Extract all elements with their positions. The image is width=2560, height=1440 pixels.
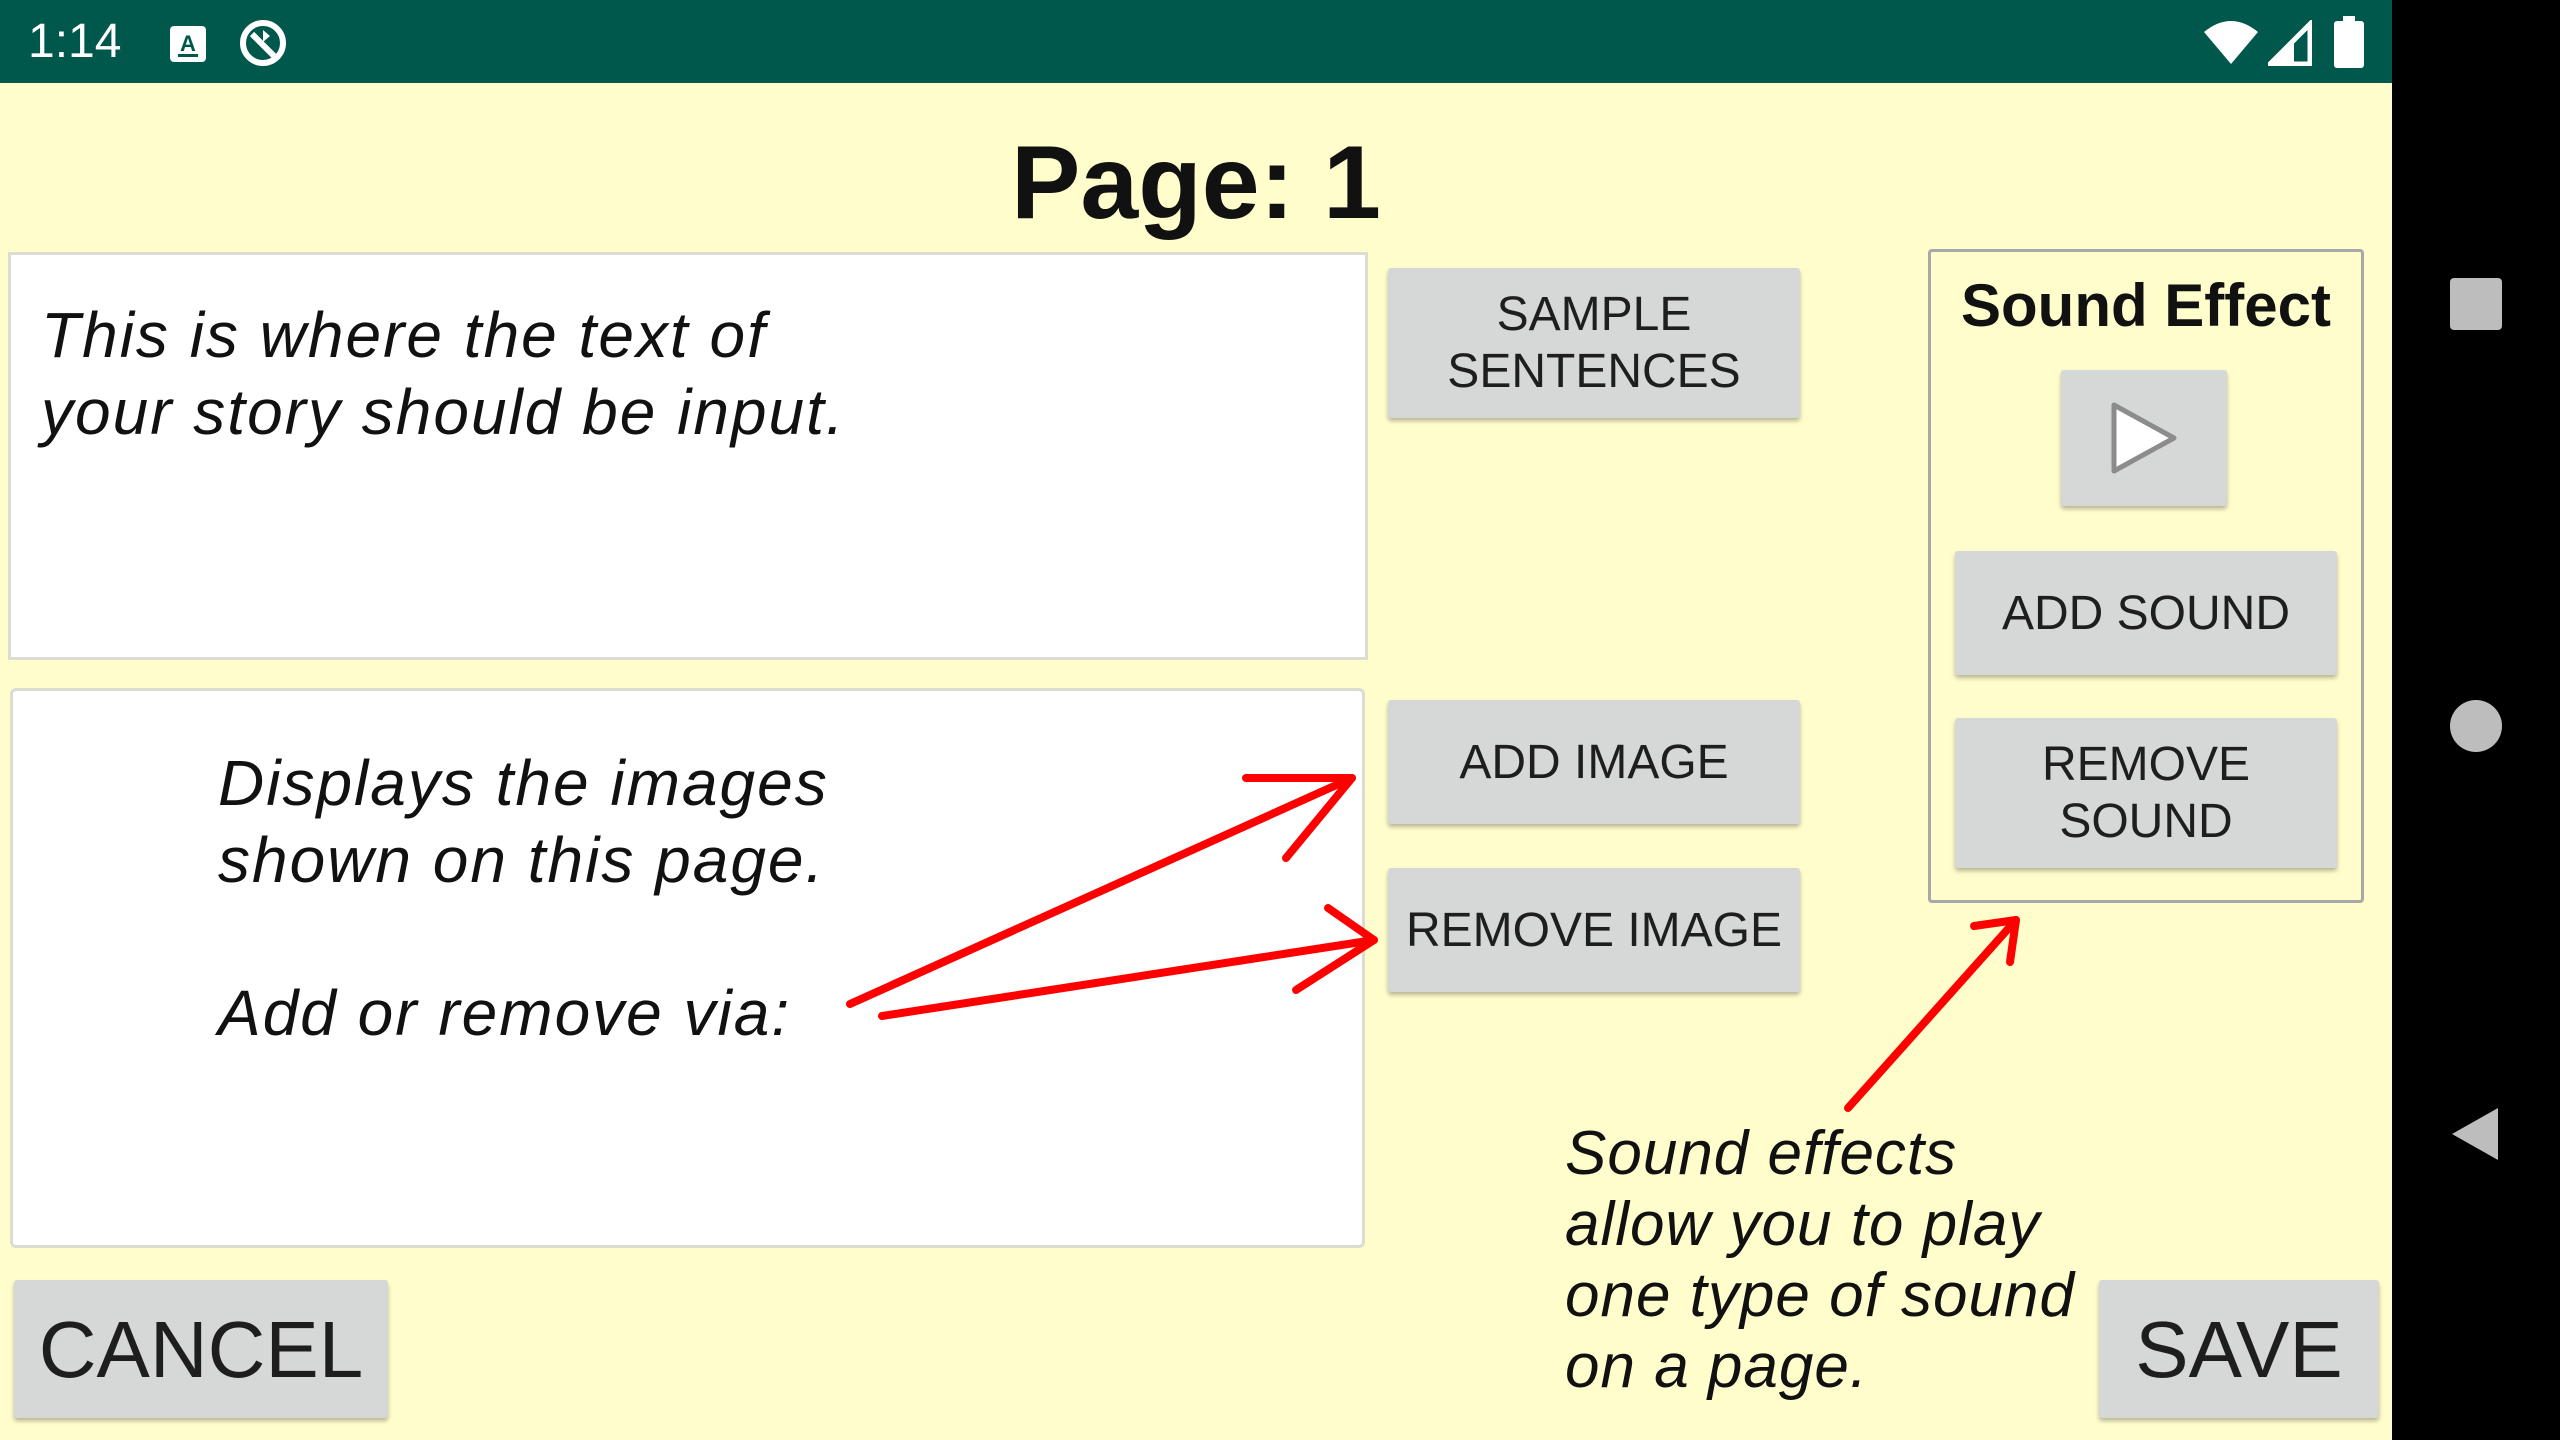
sync-icon (240, 20, 286, 66)
image-display-panel: Displays the images shown on this page. … (10, 688, 1365, 1248)
add-sound-button[interactable]: ADD SOUND (1955, 551, 2337, 675)
image-panel-hint: Displays the images shown on this page. (218, 747, 829, 896)
sound-effect-panel (1928, 249, 2364, 903)
story-text-input[interactable]: This is where the text of your story sho… (8, 252, 1368, 660)
sound-effect-note: Sound effects allow you to play one type… (1565, 1119, 2075, 1401)
page-title: Page: 1 (1011, 125, 1381, 241)
cell-signal-icon (2268, 20, 2312, 66)
back-icon[interactable] (2446, 1104, 2506, 1164)
recents-icon[interactable] (2448, 276, 2504, 332)
story-text-hint: This is where the text of your story sho… (41, 299, 846, 448)
keyboard-icon: A (170, 26, 206, 62)
arrow-to-sound-panel (1844, 916, 2020, 1112)
image-panel-hint-add-remove: Add or remove via: (218, 977, 792, 1049)
play-icon (2111, 402, 2177, 474)
remove-image-button[interactable]: REMOVE IMAGE (1388, 868, 1800, 992)
add-image-button[interactable]: ADD IMAGE (1388, 700, 1800, 824)
navigation-bar (2392, 0, 2560, 1440)
svg-text:A: A (180, 31, 196, 56)
play-sound-button[interactable] (2061, 370, 2227, 506)
wifi-icon (2204, 21, 2258, 64)
status-bar: 1:14 A (0, 0, 2392, 83)
cancel-button[interactable]: CANCEL (14, 1280, 388, 1418)
save-button[interactable]: SAVE (2099, 1280, 2379, 1418)
battery-icon (2334, 16, 2364, 68)
status-time: 1:14 (28, 15, 122, 68)
sample-sentences-button[interactable]: SAMPLE SENTENCES (1388, 268, 1800, 418)
sound-effect-title: Sound Effect (1961, 272, 2331, 339)
home-icon[interactable] (2444, 694, 2508, 758)
remove-sound-button[interactable]: REMOVE SOUND (1955, 718, 2337, 868)
